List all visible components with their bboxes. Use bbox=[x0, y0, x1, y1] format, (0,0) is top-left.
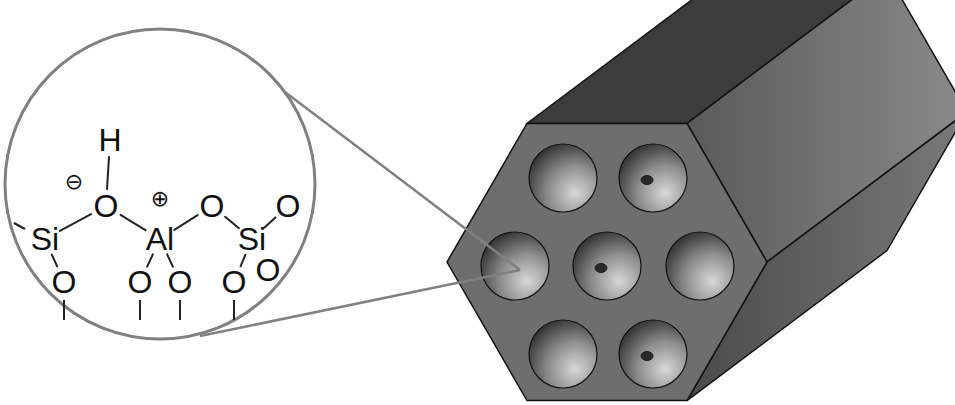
pore bbox=[529, 320, 597, 388]
bond-line bbox=[107, 157, 109, 189]
bond-line bbox=[60, 214, 91, 231]
bond-line bbox=[179, 300, 181, 320]
bond-line bbox=[121, 215, 146, 230]
atom-label: O bbox=[256, 254, 281, 286]
atom-label: O bbox=[52, 266, 77, 298]
atom-label: H bbox=[98, 124, 121, 156]
bond-line bbox=[174, 215, 197, 230]
bond-line bbox=[233, 300, 235, 320]
atom-label: O bbox=[168, 266, 193, 298]
pore bbox=[573, 232, 641, 300]
pore bbox=[619, 320, 687, 388]
atom-label: O bbox=[222, 266, 247, 298]
bond-line bbox=[139, 300, 141, 320]
atom-label: Si bbox=[31, 223, 59, 255]
bond-line bbox=[225, 217, 239, 228]
pore bbox=[619, 144, 687, 212]
atom-label: O bbox=[128, 266, 153, 298]
bond-lines bbox=[14, 157, 275, 320]
prism-front-face bbox=[447, 123, 767, 400]
hexagonal-prism bbox=[447, 0, 955, 401]
atom-label: Si bbox=[238, 223, 266, 255]
charge-sign: ⊕ bbox=[151, 188, 169, 210]
atom-label: O bbox=[276, 190, 301, 222]
bond-line bbox=[167, 254, 173, 266]
magnifier-circle bbox=[5, 29, 315, 339]
pore bbox=[666, 232, 734, 300]
bond-line bbox=[241, 255, 246, 267]
pore bbox=[529, 144, 597, 212]
bond-line bbox=[14, 223, 25, 229]
adsorbed-molecule bbox=[641, 352, 653, 361]
charge-sign: ⊖ bbox=[65, 171, 83, 193]
atom-label: O bbox=[94, 190, 119, 222]
magnifier-line bbox=[285, 92, 520, 270]
bond-line bbox=[52, 255, 57, 267]
atom-label: O bbox=[200, 190, 225, 222]
adsorbed-molecule bbox=[641, 176, 653, 185]
adsorbed-molecule bbox=[595, 264, 607, 273]
atom-label: Al bbox=[146, 223, 174, 255]
bond-line bbox=[63, 300, 65, 320]
bond-line bbox=[147, 254, 153, 266]
